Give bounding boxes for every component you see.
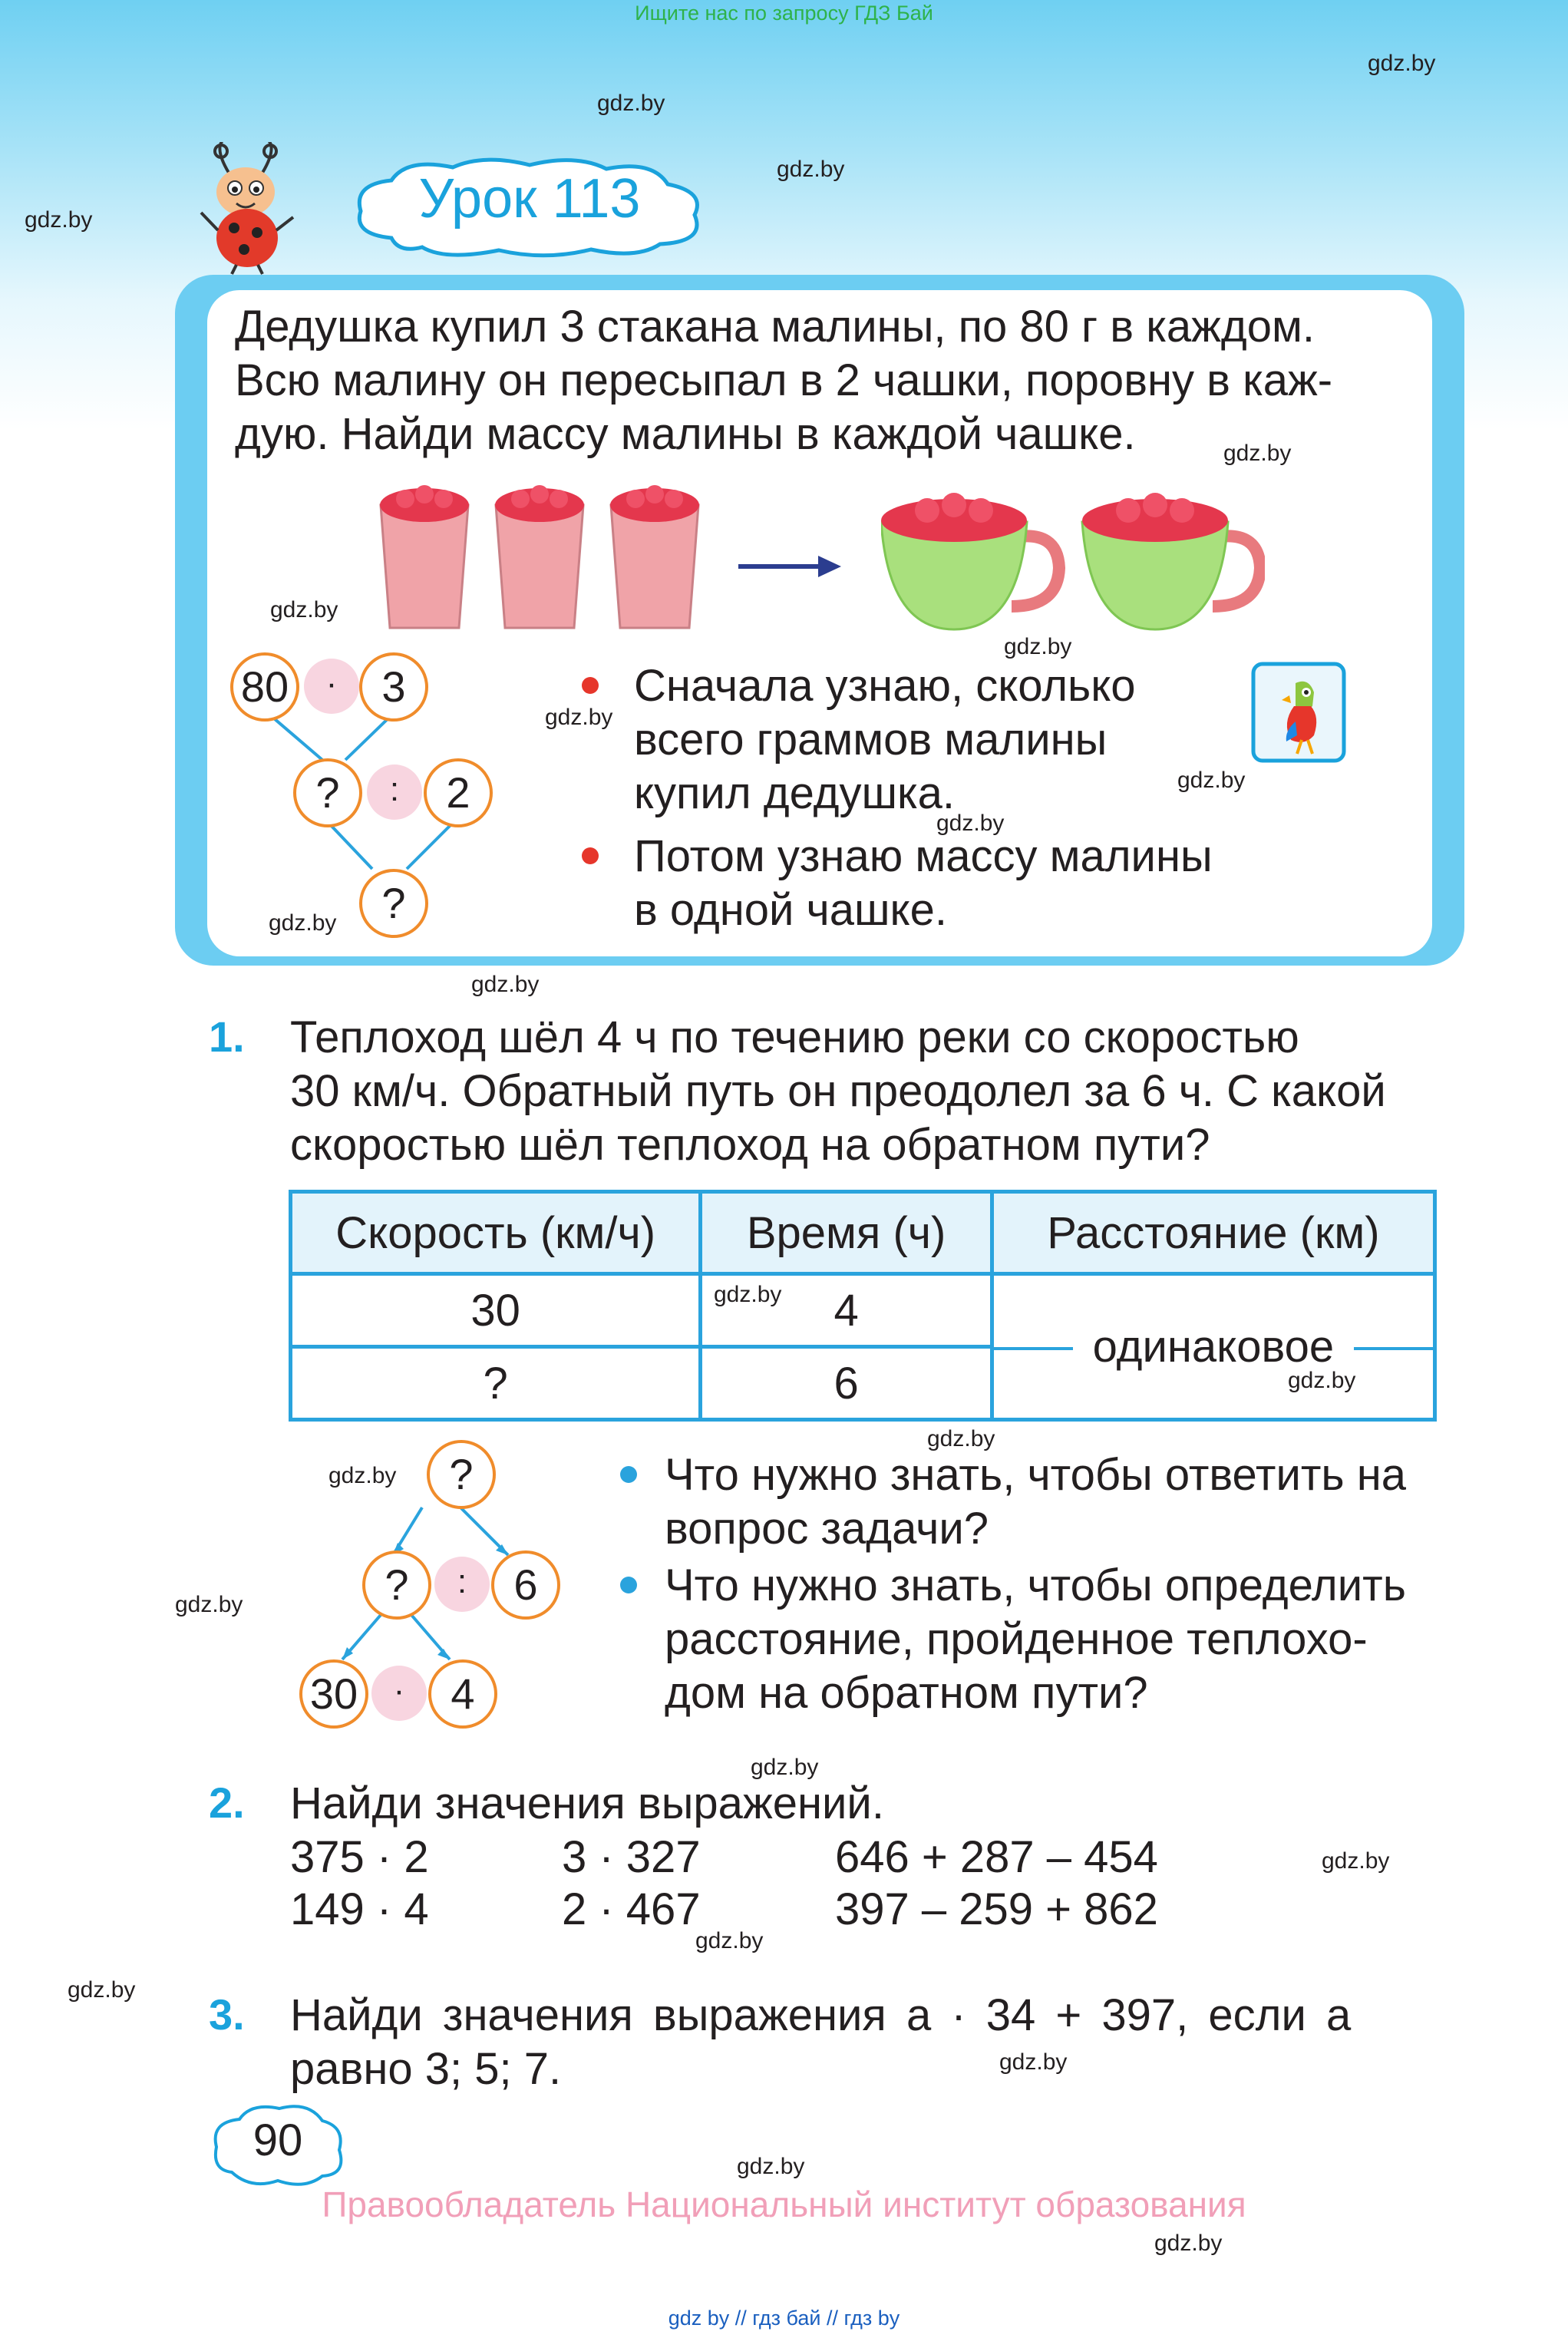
- cell-speed: 30: [288, 1272, 703, 1349]
- watermark: gdz.by: [751, 1755, 819, 1780]
- watermark: gdz.by: [175, 1592, 243, 1617]
- distance-value: одинаковое: [1072, 1322, 1355, 1372]
- table-row: ? 6: [288, 1345, 1435, 1422]
- expression: 3 · 327: [562, 1832, 701, 1882]
- watermark: gdz.by: [714, 1282, 782, 1307]
- bullet: [620, 1466, 637, 1483]
- speed-table: Скорость (км/ч) Время (ч) Расстояние (км…: [288, 1190, 1438, 1422]
- expression: 2 · 467: [562, 1884, 701, 1934]
- cell-distance-merged: одинаковое: [989, 1272, 1438, 1422]
- watermark: gdz.by: [737, 2154, 805, 2179]
- watermark: gdz.by: [936, 811, 1005, 836]
- cell-time: 6: [698, 1345, 994, 1422]
- watermark: gdz.by: [1223, 441, 1292, 466]
- footer-links[interactable]: gdz by // гдз бай // гдз by: [668, 2307, 900, 2330]
- watermark: gdz.by: [999, 2049, 1068, 2075]
- hint-line: вопрос задачи?: [665, 1504, 989, 1554]
- table-row: 30 4 одинаковое: [288, 1272, 1438, 1422]
- problem-line: Всю малину он пересыпал в 2 чашки, поров…: [235, 355, 1333, 405]
- scheme-unknown: ?: [293, 758, 362, 827]
- hint-line: Что нужно знать, чтобы ответить на: [665, 1450, 1407, 1500]
- task-number: 1.: [209, 1012, 245, 1061]
- scheme-number: 3: [359, 652, 428, 722]
- expression: 375 · 2: [290, 1832, 429, 1882]
- cell-speed: ?: [288, 1345, 703, 1422]
- scheme-operation: :: [434, 1557, 490, 1612]
- expression: 646 + 287 – 454: [835, 1832, 1158, 1882]
- scheme-number: 30: [299, 1659, 368, 1729]
- watermark: gdz.by: [68, 1977, 136, 2003]
- hint-line: расстояние, пройденное теплохо-: [665, 1614, 1368, 1664]
- task-text: равно 3; 5; 7.: [290, 2044, 562, 2094]
- hint-line: Сначала узнаю, сколько: [634, 661, 1136, 711]
- watermark: gdz.by: [1322, 1848, 1390, 1874]
- header-speed: Скорость (км/ч): [288, 1190, 703, 1276]
- watermark: gdz.by: [1288, 1368, 1356, 1393]
- expression: 397 – 259 + 862: [835, 1884, 1158, 1934]
- hint-line: всего граммов малины: [634, 715, 1108, 764]
- bullet: [582, 847, 599, 864]
- copyright: Правообладатель Национальный институт об…: [322, 2184, 1246, 2224]
- scheme-operation: :: [367, 764, 422, 820]
- bullet: [582, 677, 599, 694]
- arrow-right-icon: [738, 556, 841, 577]
- watermark: gdz.by: [1368, 51, 1436, 76]
- task-number: 2.: [209, 1778, 245, 1827]
- table-header-row: Скорость (км/ч) Время (ч) Расстояние (км…: [288, 1190, 1438, 1276]
- hint-line: Потом узнаю массу малины: [634, 831, 1213, 881]
- page-number-cloud: [213, 2105, 343, 2186]
- task1-scheme-lines: [341, 1506, 510, 1661]
- scheme-number: 6: [491, 1550, 560, 1620]
- scheme-number: 2: [424, 758, 493, 827]
- header-distance: Расстояние (км): [989, 1190, 1438, 1276]
- scheme-unknown: ?: [362, 1550, 431, 1620]
- page-number: 90: [253, 2115, 303, 2165]
- scheme-operation: ·: [304, 659, 359, 714]
- watermark: gdz.by: [1177, 768, 1246, 793]
- watermark: gdz.by: [328, 1463, 397, 1488]
- bullet: [620, 1577, 637, 1593]
- lesson-title: Урок 113: [418, 168, 641, 230]
- task-text: Найди значения выражения a · 34 + 397, е…: [290, 1990, 1352, 2040]
- lesson-title-cloud: [358, 157, 699, 258]
- cell-time: 4: [698, 1272, 994, 1349]
- hint-line: Что нужно знать, чтобы определить: [665, 1560, 1406, 1610]
- problem-line: дую. Найди массу малины в каждой чашке.: [235, 409, 1136, 459]
- green-cups-illustration: [881, 493, 1265, 631]
- scheme-result: ?: [427, 1440, 496, 1509]
- watermark: gdz.by: [25, 207, 93, 233]
- hint-line: в одной чашке.: [634, 885, 947, 935]
- raspberry-glasses-illustration: [379, 485, 700, 629]
- watermark: gdz.by: [1154, 2231, 1223, 2256]
- task-text: Теплоход шёл 4 ч по течению реки со скор…: [290, 1012, 1299, 1062]
- hint-line: купил дедушка.: [634, 768, 956, 818]
- search-banner[interactable]: Ищите нас по запросу ГДЗ Бай: [635, 2, 933, 25]
- task-text: 30 км/ч. Обратный путь он преодолел за 6…: [290, 1066, 1386, 1116]
- watermark: gdz.by: [695, 1928, 764, 1953]
- scheme-number: 80: [230, 652, 299, 722]
- scheme-operation: ·: [371, 1666, 427, 1721]
- problem-line: Дедушка купил 3 стакана малины, по 80 г …: [235, 302, 1315, 352]
- watermark: gdz.by: [471, 972, 540, 997]
- scheme-number: 4: [428, 1659, 497, 1729]
- watermark: gdz.by: [927, 1426, 995, 1451]
- task-title: Найди значения выражений.: [290, 1778, 884, 1828]
- watermark: gdz.by: [270, 597, 338, 622]
- watermark: gdz.by: [597, 91, 665, 116]
- watermark: gdz.by: [1004, 634, 1072, 659]
- watermark: gdz.by: [777, 157, 845, 182]
- parrot-icon: [1251, 662, 1346, 763]
- scheme-result: ?: [359, 869, 428, 938]
- task-text: скоростью шёл теплоход на обратном пути?: [290, 1120, 1210, 1170]
- solution-scheme-lines: [267, 712, 454, 870]
- expression: 149 · 4: [290, 1884, 429, 1934]
- task-number: 3.: [209, 1990, 245, 2039]
- header-time: Время (ч): [698, 1190, 994, 1276]
- ladybug-icon: [200, 142, 295, 275]
- watermark: gdz.by: [269, 910, 337, 936]
- watermark: gdz.by: [545, 705, 613, 730]
- hint-line: дом на обратном пути?: [665, 1668, 1148, 1718]
